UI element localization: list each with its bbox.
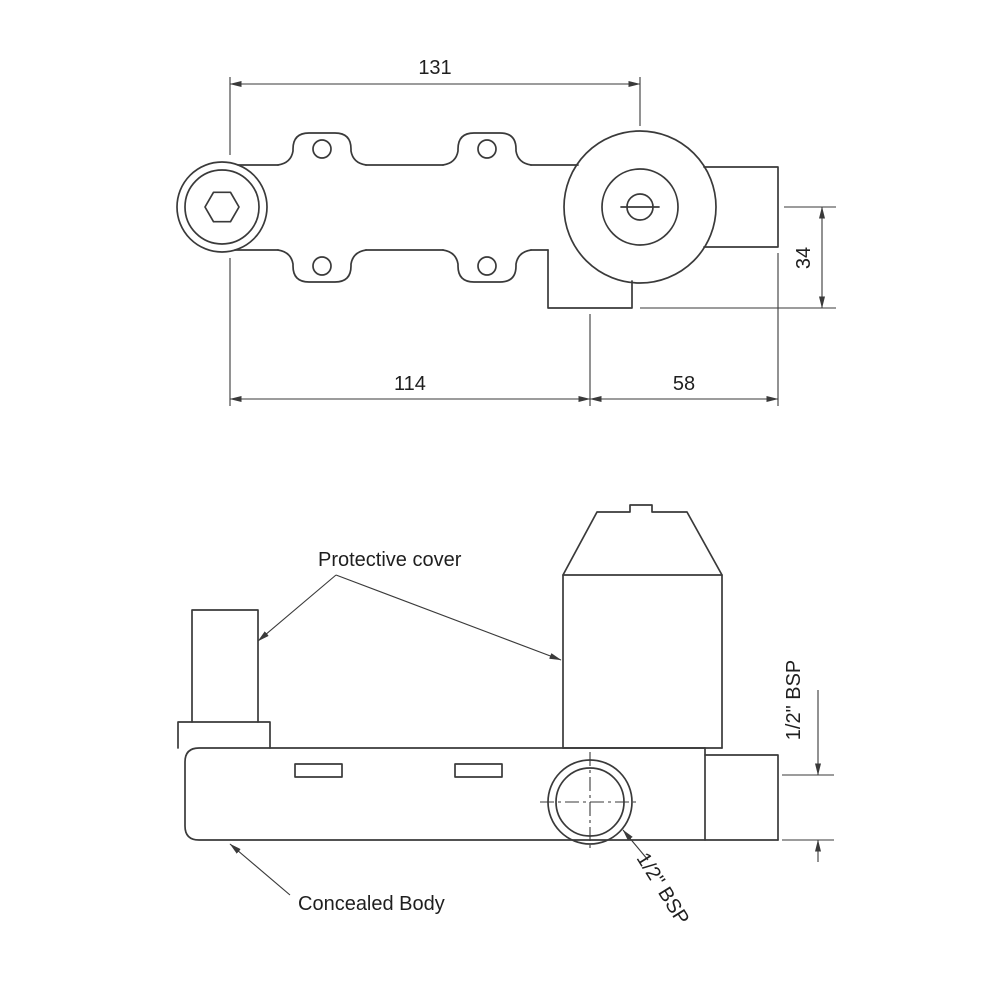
dim-131: 131 bbox=[229, 57, 641, 155]
cartridge-housing bbox=[563, 130, 717, 284]
mounting-hole bbox=[477, 139, 497, 159]
concealed-body-label: Concealed Body bbox=[298, 893, 445, 915]
bsp-right-label: 1/2" BSP bbox=[783, 660, 805, 740]
callout-bsp-inlet: 1/2" BSP bbox=[622, 829, 693, 929]
leader-line bbox=[257, 574, 337, 642]
dim-114: 114 bbox=[229, 258, 591, 406]
outlet-port-side-view bbox=[704, 747, 779, 841]
leader-line bbox=[335, 574, 562, 661]
dim-34: 34 bbox=[640, 206, 836, 309]
dim-58-label: 58 bbox=[673, 373, 695, 395]
leader-line bbox=[229, 843, 291, 896]
body-plate bbox=[234, 164, 633, 309]
dim-114-label: 114 bbox=[394, 373, 426, 395]
mounting-hole bbox=[477, 256, 497, 276]
outlet-port-top-view bbox=[703, 166, 779, 248]
mounting-hole bbox=[312, 139, 332, 159]
hex-socket-boss bbox=[176, 161, 268, 253]
side-view: Protective cover Concealed Body 1/2" BSP… bbox=[177, 504, 834, 929]
inlet-port bbox=[540, 752, 640, 852]
mounting-lugs bbox=[277, 132, 532, 283]
dim-131-label: 131 bbox=[418, 57, 451, 79]
callout-concealed-body: Concealed Body bbox=[229, 843, 445, 915]
mounting-hole bbox=[312, 256, 332, 276]
body-recess bbox=[454, 763, 503, 778]
protective-cover-label: Protective cover bbox=[318, 549, 462, 571]
protective-cover-small bbox=[177, 609, 271, 749]
hex-socket-icon bbox=[204, 191, 240, 223]
concealed-body-outline bbox=[184, 747, 779, 841]
bsp-inlet-label: 1/2" BSP bbox=[632, 849, 693, 929]
dim-bsp-right: 1/2" BSP bbox=[782, 660, 834, 862]
protective-cover-large bbox=[562, 504, 723, 749]
callout-protective-cover: Protective cover bbox=[257, 549, 562, 661]
bottom-step bbox=[547, 249, 633, 309]
body-recess bbox=[294, 763, 343, 778]
top-view: 131 114 58 34 bbox=[176, 57, 836, 406]
dim-58: 58 bbox=[589, 253, 779, 406]
dim-34-label: 34 bbox=[793, 247, 815, 269]
leader-line bbox=[622, 829, 649, 861]
